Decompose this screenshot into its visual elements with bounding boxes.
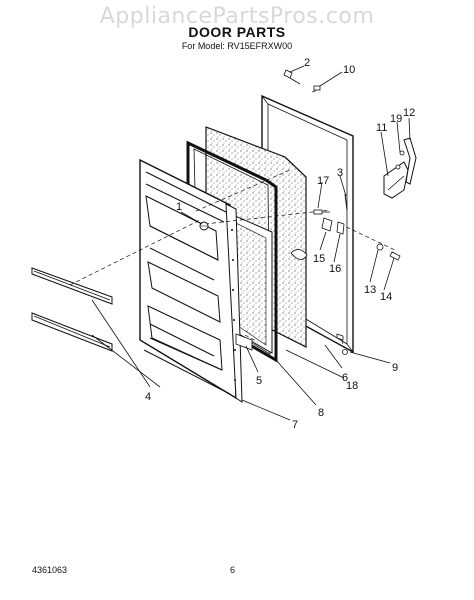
hardware-parts bbox=[199, 69, 417, 355]
watermark: AppliancePartsPros.com bbox=[99, 4, 375, 29]
callout-4: 4 bbox=[145, 391, 151, 403]
callout-9: 9 bbox=[392, 362, 398, 374]
callout-8: 8 bbox=[318, 407, 324, 419]
callout-5: 5 bbox=[256, 375, 262, 387]
document-number: 4361063 bbox=[32, 565, 68, 575]
callout-10: 10 bbox=[343, 64, 355, 76]
callout-19: 19 bbox=[390, 113, 402, 125]
inner-door-liner bbox=[139, 158, 243, 403]
model-subtitle: For Model: RV15EFRXW00 bbox=[181, 41, 293, 51]
callout-17: 17 bbox=[317, 175, 329, 187]
page-title: DOOR PARTS bbox=[188, 24, 286, 40]
assembly-guide-lines bbox=[69, 89, 396, 349]
callout-11: 11 bbox=[376, 122, 387, 134]
page-number: 6 bbox=[230, 565, 236, 575]
door-rails bbox=[31, 267, 113, 352]
callout-14: 14 bbox=[380, 291, 392, 303]
callout-12: 12 bbox=[403, 107, 415, 119]
callout-1: 1 bbox=[176, 201, 182, 213]
callout-3: 3 bbox=[337, 167, 343, 179]
callout-18: 18 bbox=[346, 380, 358, 392]
callout-15: 15 bbox=[313, 253, 325, 265]
callout-6: 6 bbox=[342, 372, 348, 384]
callout-leader-lines bbox=[91, 65, 411, 421]
callout-labels: 1 2 3 4 5 6 7 8 9 10 11 12 13 14 15 16 1… bbox=[145, 57, 415, 431]
callout-2: 2 bbox=[304, 57, 310, 69]
callout-13: 13 bbox=[364, 284, 376, 296]
callout-16: 16 bbox=[329, 263, 341, 275]
callout-7: 7 bbox=[292, 419, 298, 431]
